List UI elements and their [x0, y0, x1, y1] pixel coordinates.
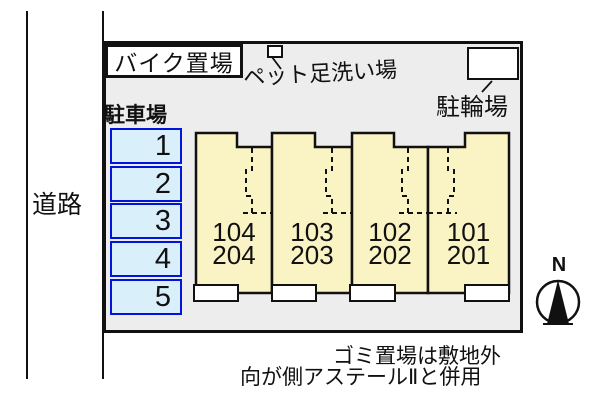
parking-stall-2: 2 — [110, 166, 182, 202]
unit-101-stairs-dashed — [428, 148, 457, 214]
bike-storage-label: バイク置場 — [114, 50, 234, 76]
car-parking-label: 駐車場 — [104, 104, 167, 127]
road-label: 道路 — [31, 191, 82, 219]
bicycle-parking-box — [467, 47, 519, 80]
unit-number-line1: 104 — [212, 217, 256, 247]
bicycle-parking-leader-line — [481, 80, 493, 93]
unit-103-porch — [271, 284, 317, 302]
parking-stall-number: 2 — [154, 167, 171, 200]
parking-stall-number: 3 — [154, 204, 171, 237]
parking-stall-4: 4 — [110, 241, 182, 277]
note-shared-use: 向が側アステールⅡと併用 — [240, 366, 482, 389]
unit-104-stairs-dashed — [243, 148, 272, 214]
parking-stall-5: 5 — [110, 279, 182, 315]
road-boundary-line-left — [26, 11, 28, 379]
unit-101-porch — [464, 284, 510, 302]
unit-number-line2: 202 — [368, 240, 412, 270]
unit-number-line1: 101 — [446, 217, 491, 247]
note-garbage-area: ゴミ置場は敷地外 — [333, 345, 501, 368]
bike-storage-box: バイク置場 — [105, 44, 243, 78]
unit-number-line2: 201 — [446, 240, 491, 270]
compass-north-label: N — [551, 254, 567, 276]
unit-number-line2: 203 — [290, 240, 334, 270]
unit-101-outline — [426, 131, 511, 295]
unit-number-line2: 204 — [212, 240, 256, 270]
unit-104-204-label: 104 204 — [196, 217, 272, 270]
parking-stall-3: 3 — [110, 203, 182, 239]
bicycle-parking-label: 駐輪場 — [436, 94, 508, 121]
compass-needle-icon — [547, 280, 569, 324]
unit-101-201-label: 101 201 — [428, 217, 509, 270]
unit-102-stairs-dashed — [399, 148, 428, 214]
unit-number-line1: 102 — [368, 217, 412, 247]
parking-stall-number: 4 — [154, 242, 171, 275]
unit-103-stairs-dashed — [323, 148, 352, 214]
parking-stall-1: 1 — [110, 128, 182, 164]
pet-wash-marker — [267, 45, 283, 58]
unit-102-porch — [349, 284, 396, 302]
pet-wash-leader-line — [271, 56, 282, 70]
unit-102-202-label: 102 202 — [352, 217, 428, 270]
unit-number-line1: 103 — [290, 217, 334, 247]
unit-103-203-label: 103 203 — [272, 217, 352, 270]
unit-104-porch — [193, 284, 239, 302]
parking-stall-number: 5 — [154, 280, 171, 313]
parking-stall-number: 1 — [154, 129, 171, 162]
